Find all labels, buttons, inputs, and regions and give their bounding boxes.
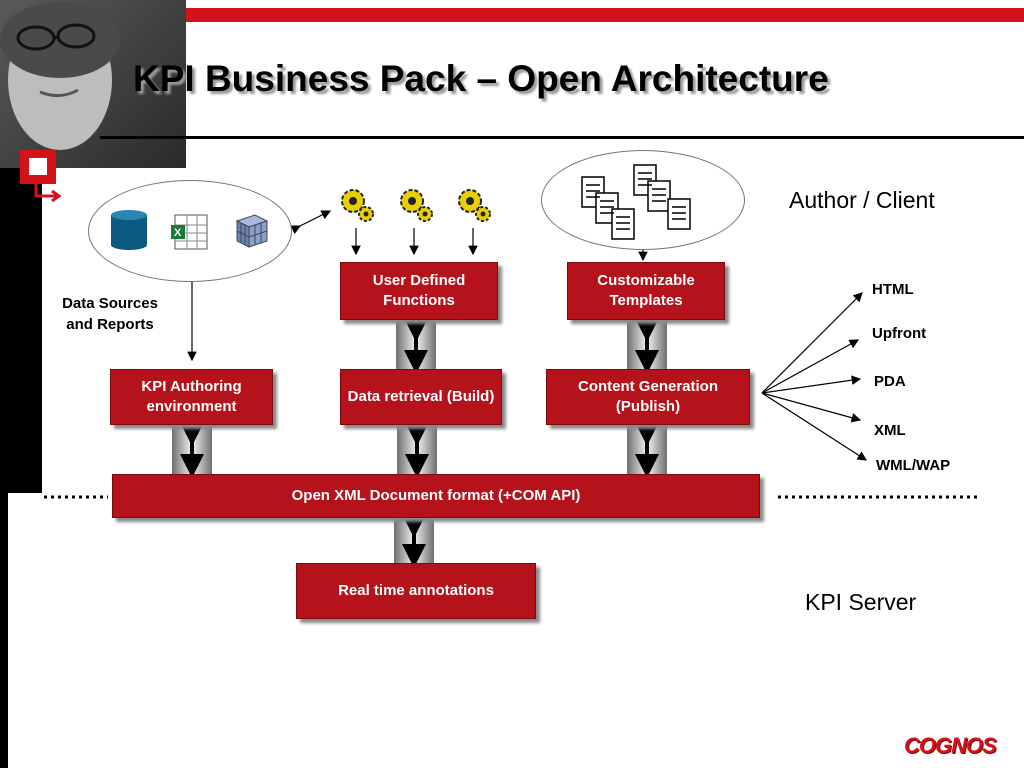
slide-bullet-icon [20,148,64,208]
data-retrieval-box: Data retrieval (Build) [340,369,502,425]
templates-ellipse [541,150,745,250]
customizable-templates-box: Customizable Templates [567,262,725,320]
presenter-photo [0,0,186,168]
open-xml-box: Open XML Document format (+COM API) [112,474,760,518]
pillar-xml [394,518,434,564]
data-retrieval-text: Data retrieval (Build) [347,388,495,405]
content-generation-text: Content Generation (Publish) [577,378,718,415]
content-generation-box: Content Generation (Publish) [546,369,750,425]
pillar-user-defined [396,320,436,370]
pillar-customizable [627,320,667,370]
left-black-strip [0,168,42,493]
kpi-authoring-box: KPI Authoring environment [110,369,273,425]
database-icon [111,210,147,250]
open-xml-text: Open XML Document format (+COM API) [291,487,581,504]
document-stack-icon [581,164,691,240]
author-client-label: Author / Client [789,187,935,213]
format-wml-wap: WML/WAP [876,457,951,474]
page-title: KPI Business Pack – Open Architecture [133,58,829,99]
gear-icon [458,189,491,222]
user-defined-functions-box: User Defined Functions [340,262,498,320]
kpi-authoring-text: KPI Authoring environment [141,378,242,415]
svg-text:X: X [174,227,182,239]
pillar-data-retrieval [397,424,437,474]
format-upfront: Upfront [872,325,927,342]
top-red-bar [186,8,1024,22]
realtime-annotations-box: Real time annotations [296,563,536,619]
data-sources-ellipse: X [88,180,292,282]
spreadsheet-icon: X [171,214,208,250]
format-pda: PDA [874,373,906,390]
kpi-server-label: KPI Server [805,589,917,615]
format-html: HTML [872,281,914,298]
olap-cube-icon [235,214,269,248]
format-xml: XML [874,422,906,439]
pillar-authoring [172,424,212,474]
title-underline [100,136,1024,139]
pillar-content-generation [627,424,667,474]
customizable-templates-text: Customizable Templates [597,272,695,309]
realtime-annotations-text: Real time annotations [338,582,494,599]
gear-icon [400,189,433,222]
cognos-logo: COGNOS [904,733,997,758]
gear-icon [341,189,374,222]
user-defined-functions-text: User Defined Functions [372,272,466,309]
left-black-strip-lower [0,493,8,768]
data-sources-label: Data Sources and Reports [62,295,158,333]
